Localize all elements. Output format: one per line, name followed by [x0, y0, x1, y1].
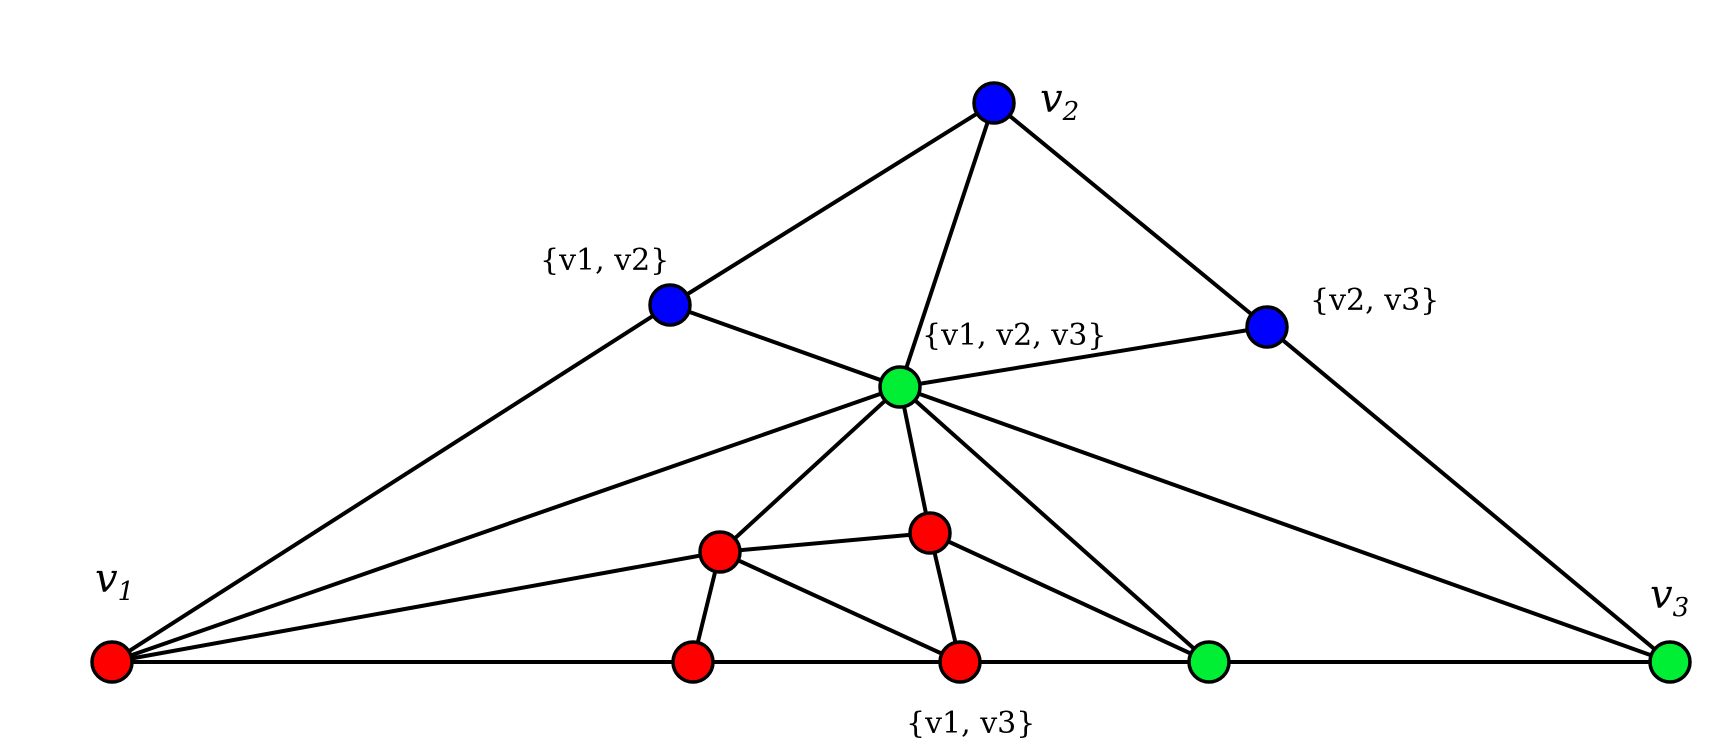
edge-v23-v3 [1265, 325, 1672, 664]
node-v1 [90, 640, 134, 684]
node-rB [908, 511, 952, 555]
edge-v123-rB [898, 385, 932, 535]
edge-v123-v3 [898, 385, 1672, 664]
edge-v2-v123 [898, 101, 996, 389]
label-v1: v1 [95, 556, 134, 607]
label-v2-v3: {v2, v3} [1310, 283, 1439, 318]
label-v1-v2-v3: {v1, v2, v3} [922, 318, 1106, 353]
edge-v123-v1 [110, 385, 902, 664]
label-v3: v3 [1650, 572, 1689, 623]
labels-layer: v1 v2 v3 {v1, v2} {v2, v3} {v1, v2, v3} … [95, 76, 1689, 741]
label-v1-v3: {v1, v3} [906, 706, 1035, 741]
node-rA [698, 530, 742, 574]
edge-v2-v23 [992, 101, 1269, 329]
node-rC [671, 640, 715, 684]
edge-v123-gB [898, 385, 1211, 664]
edge-rA-rB [718, 531, 932, 554]
node-v2 [972, 81, 1016, 125]
label-v1-v2: {v1, v2} [540, 243, 669, 278]
edge-v1-rA [110, 550, 722, 664]
node-v123 [878, 365, 922, 409]
node-v12 [648, 283, 692, 327]
edge-rA-v13 [718, 550, 962, 664]
edge-rB-gB [928, 531, 1211, 664]
edge-v123-rA [718, 385, 902, 554]
node-v23 [1245, 305, 1289, 349]
edges-layer [110, 101, 1672, 664]
edge-v12-v2 [668, 101, 996, 307]
edge-v123-v23 [898, 325, 1269, 389]
edge-v1-v12 [110, 303, 672, 664]
node-v13 [938, 640, 982, 684]
node-gB [1187, 640, 1231, 684]
label-v2: v2 [1040, 76, 1079, 127]
edge-v12-v123 [668, 303, 902, 389]
nodes-layer [90, 81, 1692, 684]
edge-rB-v13 [928, 531, 962, 664]
node-v3 [1648, 640, 1692, 684]
